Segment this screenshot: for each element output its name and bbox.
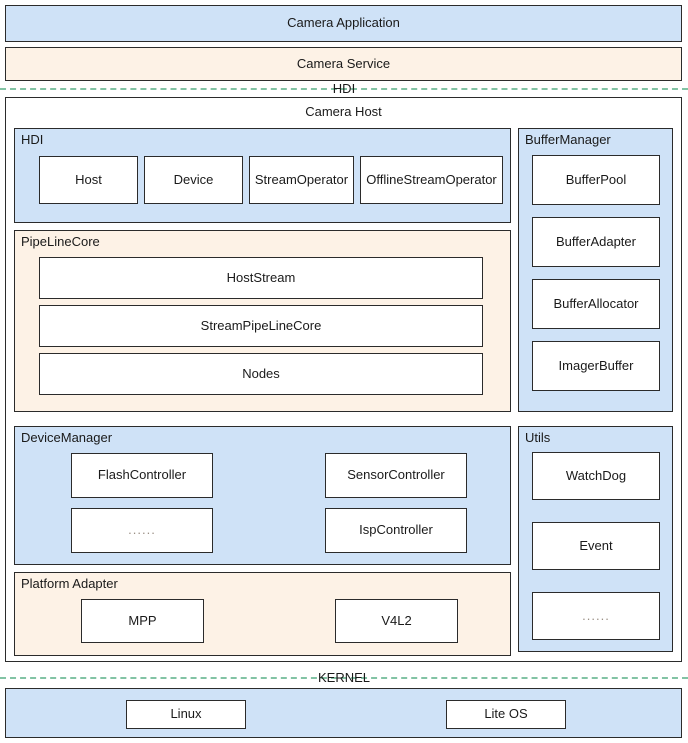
layer-camera-host-label: Camera Host bbox=[305, 104, 382, 119]
node-bufferadapter-label: BufferAdapter bbox=[556, 233, 636, 249]
node-bufferadapter[interactable]: BufferAdapter bbox=[532, 217, 660, 267]
group-utils: Utils WatchDog Event ...... bbox=[518, 426, 673, 652]
node-sensorcontroller-label: SensorController bbox=[347, 467, 445, 483]
node-device[interactable]: Device bbox=[144, 156, 243, 204]
node-device-placeholder[interactable]: ...... bbox=[71, 508, 213, 553]
group-buffermanager-label: BufferManager bbox=[525, 132, 611, 147]
divider-hdi-label: HDI bbox=[332, 81, 356, 96]
node-bufferpool-label: BufferPool bbox=[565, 171, 627, 187]
node-device-placeholder-label: ...... bbox=[128, 522, 156, 538]
group-platform-adapter-label: Platform Adapter bbox=[21, 576, 118, 591]
group-pipelinecore: PipeLineCore HostStream StreamPipeLineCo… bbox=[14, 230, 511, 412]
node-watchdog-label: WatchDog bbox=[565, 467, 627, 483]
node-mpp[interactable]: MPP bbox=[81, 599, 204, 643]
node-flashcontroller[interactable]: FlashController bbox=[71, 453, 213, 498]
group-devicemanager-label: DeviceManager bbox=[21, 430, 113, 445]
group-utils-label: Utils bbox=[525, 430, 551, 445]
node-stream-operator[interactable]: StreamOperator bbox=[249, 156, 354, 204]
node-lite-os-label: Lite OS bbox=[484, 706, 528, 722]
node-nodes[interactable]: Nodes bbox=[39, 353, 483, 395]
node-event[interactable]: Event bbox=[532, 522, 660, 570]
divider-hdi: HDI bbox=[0, 81, 688, 97]
node-hoststream-label: HostStream bbox=[226, 269, 296, 285]
node-event-label: Event bbox=[579, 537, 613, 553]
node-offline-stream-operator-label: OfflineStreamOperator bbox=[366, 171, 497, 187]
group-platform-adapter: Platform Adapter MPP V4L2 bbox=[14, 572, 511, 656]
node-stream-operator-label: StreamOperator bbox=[254, 171, 349, 187]
node-bufferallocator[interactable]: BufferAllocator bbox=[532, 279, 660, 329]
node-imagerbuffer-label: ImagerBuffer bbox=[558, 357, 634, 373]
node-utils-placeholder-label: ...... bbox=[582, 607, 610, 623]
node-bufferpool[interactable]: BufferPool bbox=[532, 155, 660, 205]
node-nodes-label: Nodes bbox=[242, 365, 280, 381]
layer-camera-service-label: Camera Service bbox=[296, 55, 391, 71]
node-offline-stream-operator[interactable]: OfflineStreamOperator bbox=[360, 156, 503, 204]
node-mpp-label: MPP bbox=[128, 612, 157, 628]
node-bufferallocator-label: BufferAllocator bbox=[553, 295, 639, 311]
node-v4l2[interactable]: V4L2 bbox=[335, 599, 458, 643]
node-flashcontroller-label: FlashController bbox=[97, 467, 187, 483]
group-hdi-label: HDI bbox=[21, 132, 44, 147]
node-streampipelinecore-label: StreamPipeLineCore bbox=[200, 317, 322, 333]
node-linux[interactable]: Linux bbox=[126, 700, 246, 729]
layer-camera-application: Camera Application bbox=[5, 5, 682, 42]
node-host[interactable]: Host bbox=[39, 156, 138, 204]
node-v4l2-label: V4L2 bbox=[381, 612, 412, 628]
node-ispcontroller-label: IspController bbox=[359, 522, 433, 538]
layer-kernel: Linux Lite OS bbox=[5, 688, 682, 738]
divider-kernel-rule bbox=[0, 677, 688, 679]
node-streampipelinecore[interactable]: StreamPipeLineCore bbox=[39, 305, 483, 347]
group-buffermanager: BufferManager BufferPool BufferAdapter B… bbox=[518, 128, 673, 412]
layer-camera-service: Camera Service bbox=[5, 47, 682, 81]
node-sensorcontroller[interactable]: SensorController bbox=[325, 453, 467, 498]
layer-camera-host: Camera Host HDI Host Device StreamOperat… bbox=[5, 97, 682, 662]
node-lite-os[interactable]: Lite OS bbox=[446, 700, 566, 729]
group-devicemanager: DeviceManager FlashController SensorCont… bbox=[14, 426, 511, 565]
node-utils-placeholder[interactable]: ...... bbox=[532, 592, 660, 640]
divider-kernel: KERNEL bbox=[0, 670, 688, 686]
divider-hdi-rule bbox=[0, 88, 688, 90]
node-ispcontroller[interactable]: IspController bbox=[325, 508, 467, 553]
node-hoststream[interactable]: HostStream bbox=[39, 257, 483, 299]
node-watchdog[interactable]: WatchDog bbox=[532, 452, 660, 500]
node-device-label: Device bbox=[173, 171, 214, 187]
group-pipelinecore-label: PipeLineCore bbox=[21, 234, 100, 249]
node-host-label: Host bbox=[75, 171, 102, 187]
divider-kernel-label: KERNEL bbox=[317, 670, 371, 685]
layer-camera-application-label: Camera Application bbox=[287, 15, 400, 31]
group-hdi: HDI Host Device StreamOperator OfflineSt… bbox=[14, 128, 511, 223]
node-linux-label: Linux bbox=[170, 706, 202, 722]
node-imagerbuffer[interactable]: ImagerBuffer bbox=[532, 341, 660, 391]
